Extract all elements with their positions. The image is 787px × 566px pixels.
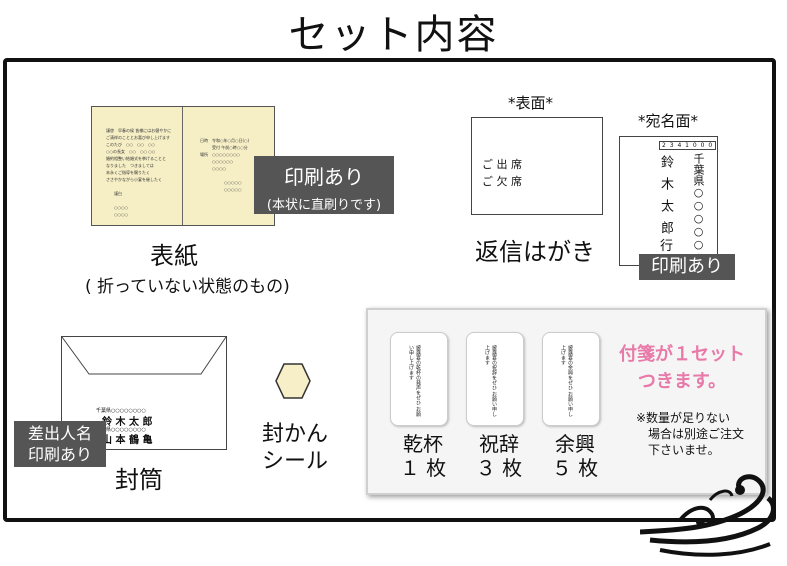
- cover-badge-sub: (本状に直刷りです): [266, 198, 382, 213]
- tags-note-line3: 下さいませ。: [648, 443, 720, 457]
- tag-kanpai-text: 披露宴の乾杯の発声をぜひ お願い申し上げます: [408, 345, 421, 417]
- tag-yokyo-label: 余興 ５ 枚: [544, 432, 606, 480]
- flourish-ornament-icon: [640, 474, 776, 557]
- envelope-name2: 山 本 鶴 亀: [102, 435, 153, 446]
- seal-label-line2: シール: [262, 449, 329, 474]
- tag-shuji-text: 披露宴の祝辞をぜひ お願い申し上げます: [484, 345, 497, 417]
- reply-front-card: ご 出 席 ご 欠 席: [471, 117, 603, 215]
- tag-shuji-count: ３ 枚: [475, 456, 523, 480]
- reply-print-badge: 印刷あり: [639, 254, 735, 280]
- reply-suffix: 行: [660, 239, 674, 254]
- tag-yokyo-count: ５ 枚: [551, 456, 599, 480]
- tag-yokyo: 披露宴の余興をぜひ お願い申し上げます: [542, 332, 600, 426]
- tag-kanpai-name: 乾杯: [403, 432, 443, 456]
- envelope-print-badge: 差出人名 印刷あり: [14, 421, 106, 467]
- reply-label: 返信はがき: [475, 238, 595, 266]
- cover-label: 表紙: [150, 242, 198, 270]
- tags-note-line2: 場合は別途ご注文: [648, 427, 745, 441]
- envelope-badge-line2: 印刷あり: [27, 445, 92, 464]
- cover-fold-line: [182, 107, 183, 225]
- tag-yokyo-name: 余興: [555, 432, 595, 456]
- tag-yokyo-text: 披露宴の余興をぜひ お願い申し上げます: [560, 345, 573, 417]
- envelope-badge-line1: 差出人名: [27, 424, 92, 443]
- tag-kanpai-label: 乾杯 １ 枚: [392, 432, 454, 480]
- tag-shuji: 披露宴の祝辞をぜひ お願い申し上げます: [466, 332, 524, 426]
- cover-card-image: 謹啓 早春の候 皆様にはお健やかに ご清祥のこととお喜び申し上げます このたび …: [91, 106, 275, 226]
- cover-left-text: 謹啓 早春の候 皆様にはお健やかに ご清祥のこととお喜び申し上げます このたび …: [106, 128, 172, 217]
- tag-kanpai-count: １ 枚: [399, 456, 447, 480]
- envelope-name1: 鈴 木 太 郎: [102, 417, 153, 428]
- content-frame: [3, 58, 776, 522]
- reply-recipient: 鈴木太郎: [658, 155, 673, 243]
- page-title: セット内容: [288, 12, 499, 58]
- seal-hexagon-icon: [275, 363, 311, 399]
- postal-code-boxes: 2 3 4 1 0 0 0: [659, 141, 717, 150]
- reply-address: 千葉県○○○○○○: [692, 153, 705, 264]
- cover-badge-main: 印刷あり: [284, 165, 364, 189]
- seal-label: 封かん シール: [262, 421, 328, 475]
- tag-shuji-label: 祝辞 ３ 枚: [468, 432, 530, 480]
- tags-promo-line1: 付箋が１セット: [619, 344, 745, 365]
- reply-absent: ご 欠 席: [482, 175, 522, 188]
- tag-kanpai: 披露宴の乾杯の発声をぜひ お願い申し上げます: [390, 332, 448, 426]
- seal-label-line1: 封かん: [262, 422, 329, 447]
- tag-shuji-name: 祝辞: [479, 432, 519, 456]
- cover-print-badge: 印刷あり (本状に直刷りです): [254, 156, 394, 214]
- tags-promo: 付箋が１セット つきます。: [612, 341, 752, 395]
- reply-attend: ご 出 席: [482, 158, 522, 171]
- envelope-addr1: 千葉県○○○○○○○○: [96, 408, 146, 414]
- reply-back-card: 2 3 4 1 0 0 0 千葉県○○○○○○ 鈴木太郎 行: [619, 136, 718, 266]
- tags-note-line1: ※数量が足りない: [636, 411, 731, 425]
- tags-promo-line2: つきます。: [637, 371, 727, 392]
- reply-back-label: *宛名面*: [638, 112, 699, 130]
- envelope-addr2: 千葉県○○○○○○○○: [96, 427, 146, 433]
- envelope-label: 封筒: [115, 466, 163, 494]
- cover-note: ( 折っていない状態のもの): [85, 277, 290, 297]
- tags-note: ※数量が足りない 場合は別途ご注文 下さいませ。: [636, 410, 744, 458]
- cover-right-text: 日時 令和○年○月○日(○) 受付 午前○時○○分 場所 ○○○○○○○○ ○○…: [200, 138, 250, 192]
- reply-front-label: *表面*: [508, 94, 554, 112]
